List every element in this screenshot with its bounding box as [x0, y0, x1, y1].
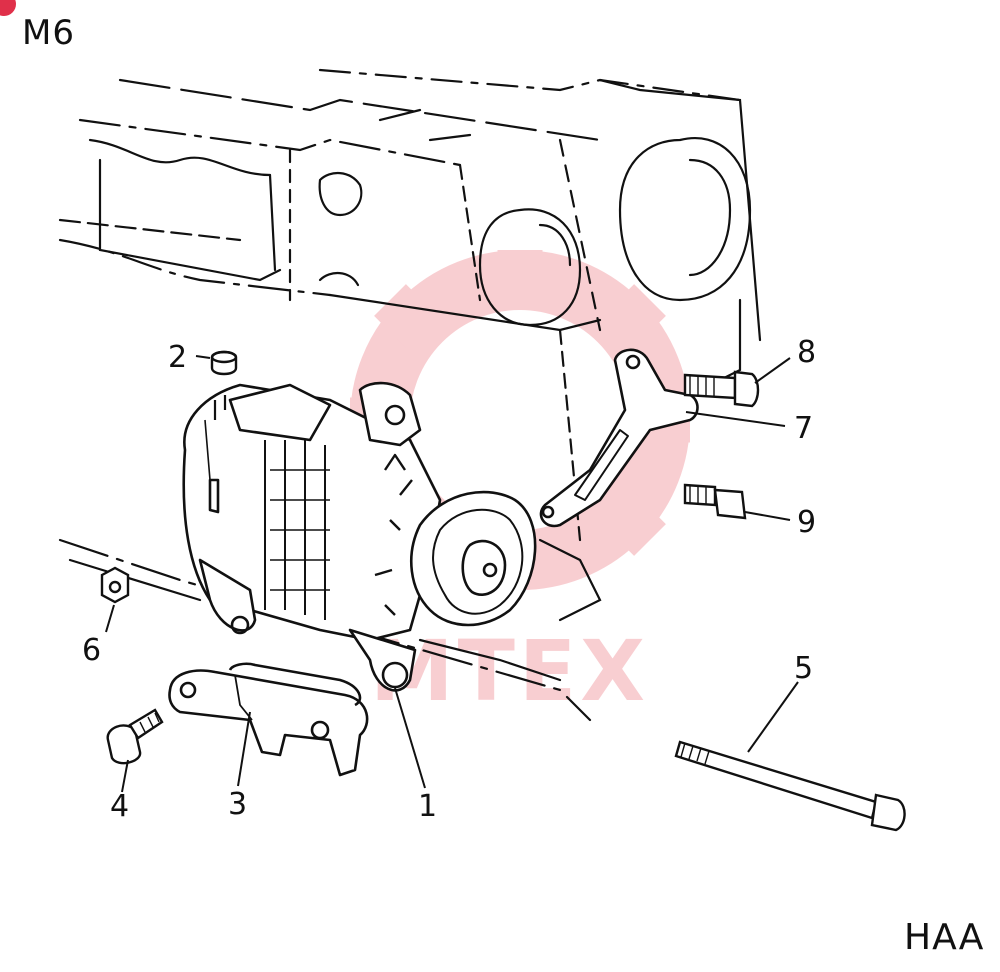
alternator-assembly — [182, 381, 537, 692]
callout-7: 7 — [794, 411, 813, 446]
figure-code: M6 — [22, 13, 75, 53]
group-code: HAA — [904, 917, 985, 958]
callout-3: 3 — [228, 787, 247, 822]
callout-5: 5 — [794, 651, 813, 686]
callout-4: 4 — [110, 789, 129, 824]
mounting-bracket-part-3 — [168, 662, 369, 777]
bolt-part-8 — [683, 370, 760, 408]
callout-9: 9 — [797, 505, 816, 540]
leader-lines — [105, 355, 799, 793]
nut-part-2 — [210, 350, 238, 376]
bolt-part-4 — [106, 708, 164, 765]
corner-marker — [0, 0, 16, 16]
watermark-text: MTEX — [370, 622, 649, 720]
callout-1: 1 — [418, 789, 437, 824]
callout-6: 6 — [82, 633, 101, 668]
nut-part-6 — [100, 566, 130, 604]
long-bolt-part-5 — [674, 740, 906, 832]
stud-part-9 — [683, 483, 747, 520]
adjusting-bracket-part-7 — [539, 348, 699, 528]
callout-2: 2 — [168, 340, 187, 375]
callout-labels: 1 2 3 4 5 6 7 8 9 — [82, 335, 816, 824]
callout-8: 8 — [797, 335, 816, 370]
